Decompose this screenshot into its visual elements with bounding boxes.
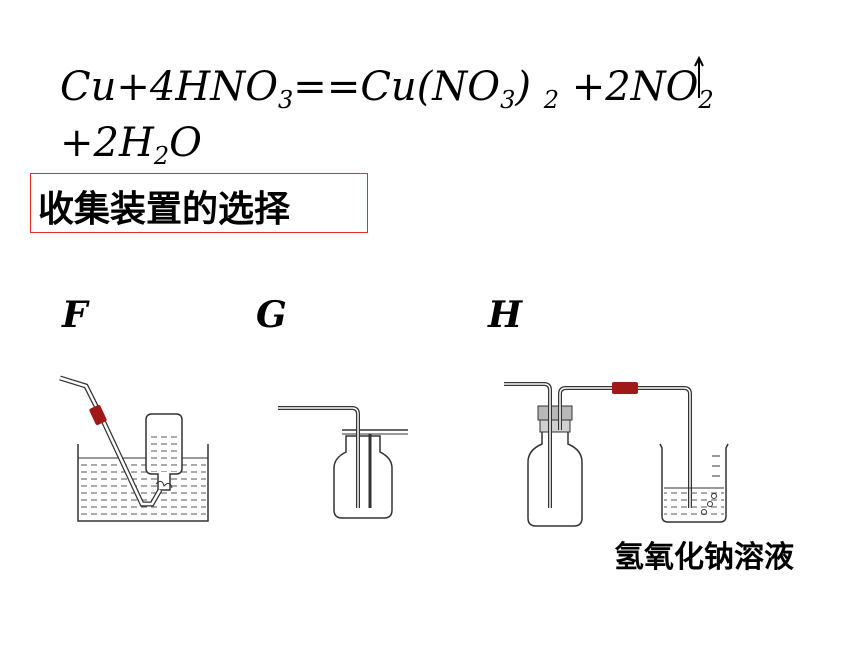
eq-subscript: 2	[153, 142, 170, 170]
section-title-box	[30, 173, 368, 233]
apparatus-label-g: G	[256, 294, 287, 336]
apparatus-g-upward-air-displacement	[278, 406, 408, 519]
eq-text: +2NO	[558, 64, 699, 110]
apparatus-f-water-displacement	[59, 375, 209, 522]
eq-text: Cu+4HNO	[60, 64, 279, 110]
eq-subscript: 2	[543, 86, 559, 114]
eq-subscript: 3	[500, 86, 516, 114]
naoh-solution-label: 氢氧化钠溶液	[614, 540, 794, 575]
apparatus-label-f: F	[62, 294, 88, 336]
apparatus-h-absorption	[504, 382, 729, 527]
eq-text: O	[169, 120, 202, 166]
equation-line-2: +2H2O	[60, 120, 202, 170]
eq-text: )	[515, 64, 544, 110]
eq-subscript: 2	[698, 86, 714, 114]
eq-text: ==Cu(NO	[293, 64, 501, 110]
apparatus-label-h: H	[488, 294, 523, 336]
eq-subscript: 3	[278, 86, 294, 114]
rubber-tube-clamp	[612, 382, 638, 394]
rubber-tube-clamp	[89, 404, 107, 426]
eq-text: +2H	[60, 120, 154, 166]
section-title: 收集装置的选择	[38, 189, 291, 230]
